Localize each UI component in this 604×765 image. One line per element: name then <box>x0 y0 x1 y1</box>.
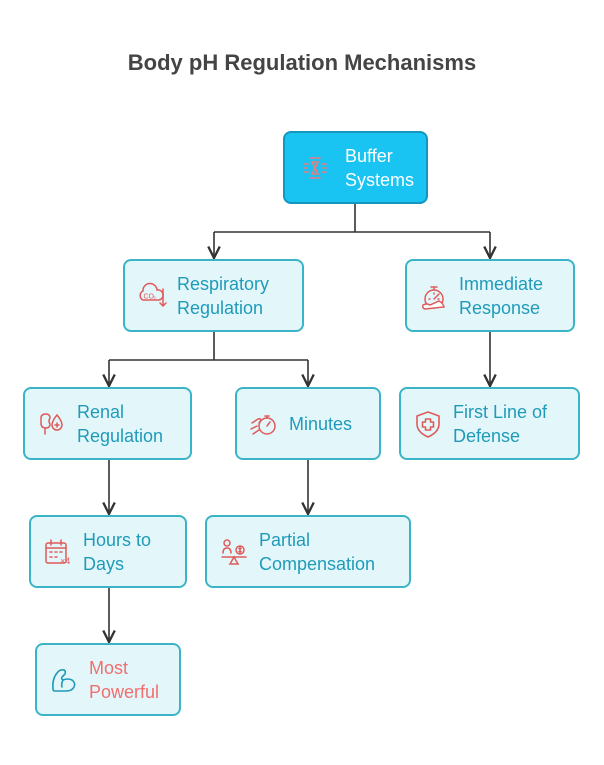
svg-text:×4: ×4 <box>60 556 70 566</box>
node-label: Minutes <box>289 413 353 434</box>
co2-icon: CO 2 <box>137 282 167 310</box>
node-immediate-response: Immediate Response <box>405 259 575 332</box>
flexed-arm-icon <box>49 665 79 695</box>
svg-text:CO: CO <box>144 293 155 300</box>
connector-buffer-children <box>214 204 490 233</box>
node-partial-compensation: Partial Compensation <box>205 515 411 588</box>
speedometer-icon <box>419 281 449 311</box>
node-label: Partial Compensation <box>259 529 376 574</box>
balance-icon <box>219 537 249 567</box>
node-respiratory-regulation: CO 2 Respiratory Regulation <box>123 259 304 332</box>
node-label: Renal Regulation <box>77 401 164 446</box>
kidney-icon <box>37 409 67 439</box>
connector-respiratory-children <box>109 332 308 361</box>
node-label: Hours to Days <box>83 529 152 574</box>
node-label: First Line of Defense <box>453 401 548 446</box>
shield-cross-icon <box>413 409 443 439</box>
node-label: Buffer Systems <box>345 145 415 190</box>
filter-icon <box>299 154 331 182</box>
node-first-line-of-defense: First Line of Defense <box>399 387 580 460</box>
node-label: Immediate Response <box>459 273 544 318</box>
node-label: Most Powerful <box>89 657 160 702</box>
node-minutes: Minutes <box>235 387 381 460</box>
node-label: Respiratory Regulation <box>177 273 270 318</box>
node-hours-to-days: ×4 Hours to Days <box>29 515 187 588</box>
stopwatch-icon <box>249 409 279 439</box>
calendar-x4-icon: ×4 <box>43 537 73 567</box>
diagram-title: Body pH Regulation Mechanisms <box>127 50 477 75</box>
node-most-powerful: Most Powerful <box>35 643 181 716</box>
node-renal-regulation: Renal Regulation <box>23 387 192 460</box>
node-buffer-systems: Buffer Systems <box>283 131 428 204</box>
svg-text:2: 2 <box>153 296 156 302</box>
